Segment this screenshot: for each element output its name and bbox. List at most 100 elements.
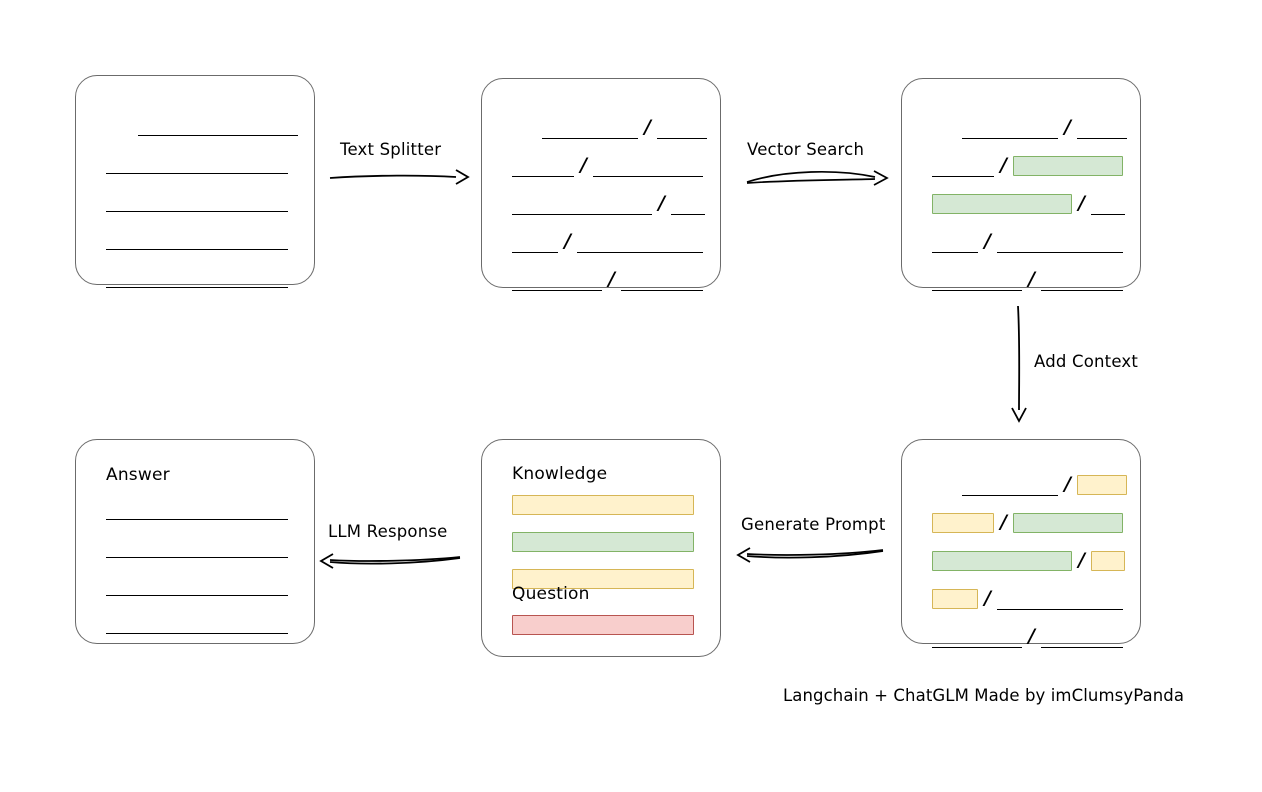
segment-slash: / — [1028, 268, 1035, 290]
segment-slash: / — [658, 192, 665, 214]
segment-text-line — [512, 231, 558, 253]
question-label: Question — [512, 584, 590, 604]
segment-slash: / — [1078, 549, 1085, 571]
segment-highlight-yellow — [932, 513, 994, 533]
segment-text-line — [962, 474, 1058, 496]
segment-text-line — [962, 117, 1058, 139]
arrow-label-add-context: Add Context — [1034, 352, 1139, 371]
prompt-bar-green — [512, 532, 694, 552]
document-row: / — [932, 192, 1125, 215]
segment-slash: / — [644, 116, 651, 138]
document-row: / — [932, 268, 1123, 291]
segment-text-line — [1076, 117, 1127, 139]
arrow-vector-search: Vector Search — [745, 140, 889, 190]
segment-highlight-green — [932, 194, 1072, 214]
arrow-label-text-splitter: Text Splitter — [340, 140, 442, 159]
segment-text-line — [106, 228, 288, 250]
document-row: / — [512, 192, 705, 215]
context-chunks-rows: / / / / / — [902, 440, 1140, 648]
box-split-chunks[interactable]: / / / / / — [481, 78, 721, 291]
segment-highlight-yellow — [1076, 475, 1127, 495]
answer-label: Answer — [106, 465, 170, 485]
document-row — [138, 114, 298, 136]
segment-text-line — [1090, 193, 1125, 215]
document-row: / — [932, 549, 1125, 572]
segment-slash: / — [984, 587, 991, 609]
box-context-chunks[interactable]: / / / / / — [901, 439, 1141, 648]
document-row — [106, 190, 288, 212]
source-document-rows — [76, 76, 314, 288]
arrow-generate-prompt: Generate Prompt — [736, 515, 886, 565]
segment-text-line — [1040, 626, 1123, 648]
segment-text-line — [138, 114, 298, 136]
arrow-line-llm-response — [319, 553, 461, 569]
segment-slash: / — [1000, 511, 1007, 533]
arrow-line-generate-prompt — [736, 547, 884, 563]
arrow-llm-response: LLM Response — [319, 522, 462, 572]
segment-slash: / — [984, 230, 991, 252]
segment-text-line — [932, 269, 1022, 291]
segment-text-line — [542, 117, 638, 139]
arrow-label-generate-prompt: Generate Prompt — [741, 515, 886, 534]
segment-slash: / — [1028, 625, 1035, 647]
segment-text-line — [106, 498, 288, 520]
segment-text-line — [656, 117, 707, 139]
segment-text-line — [670, 193, 705, 215]
arrow-line-add-context — [1011, 305, 1027, 423]
segment-highlight-green — [932, 551, 1072, 571]
prompt-bar-yellow — [512, 495, 694, 515]
segment-highlight-yellow — [932, 589, 978, 609]
document-row — [106, 152, 288, 174]
arrow-label-vector-search: Vector Search — [747, 140, 865, 159]
segment-text-line — [512, 193, 652, 215]
box-prompt[interactable]: Knowledge Question — [481, 439, 721, 657]
knowledge-label: Knowledge — [512, 464, 608, 484]
segment-highlight-yellow — [1090, 551, 1125, 571]
document-row: / — [512, 268, 703, 291]
segment-highlight-green — [1012, 156, 1123, 176]
document-row: / — [542, 116, 707, 139]
document-row: / — [932, 230, 1123, 253]
segment-text-line — [106, 574, 288, 596]
segment-text-line — [106, 190, 288, 212]
arrow-text-splitter: Text Splitter — [328, 140, 470, 190]
document-row: / — [932, 587, 1123, 610]
prompt-bar-red — [512, 615, 694, 635]
document-row — [106, 498, 288, 520]
segment-slash: / — [1064, 473, 1071, 495]
segment-text-line — [106, 612, 288, 634]
document-row — [106, 612, 288, 634]
box-retrieved-chunks[interactable]: / / / / / — [901, 78, 1141, 291]
segment-slash: / — [608, 268, 615, 290]
document-row: / — [962, 473, 1127, 496]
document-row: / — [512, 230, 703, 253]
segment-slash: / — [580, 154, 587, 176]
document-row: / — [932, 154, 1123, 177]
segment-text-line — [512, 269, 602, 291]
segment-text-line — [106, 152, 288, 174]
arrow-label-llm-response: LLM Response — [328, 522, 448, 541]
document-row: / — [932, 625, 1123, 648]
arrow-line-text-splitter — [329, 169, 470, 185]
segment-highlight-green — [1012, 513, 1123, 533]
retrieved-chunks-rows: / / / / / — [902, 79, 1140, 291]
segment-text-line — [106, 266, 288, 288]
box-answer[interactable]: Answer — [75, 439, 315, 644]
prompt-bar-yellow — [512, 569, 694, 589]
segment-slash: / — [1000, 154, 1007, 176]
segment-slash: / — [564, 230, 571, 252]
arrow-line-vector-search — [746, 170, 889, 186]
footer-credit: Langchain + ChatGLM Made by imClumsyPand… — [783, 686, 1185, 705]
segment-slash: / — [1064, 116, 1071, 138]
segment-text-line — [932, 626, 1022, 648]
segment-text-line — [1040, 269, 1123, 291]
document-row — [106, 266, 288, 288]
segment-text-line — [592, 155, 703, 177]
box-source-document[interactable] — [75, 75, 315, 288]
segment-text-line — [932, 231, 978, 253]
segment-text-line — [996, 231, 1123, 253]
split-chunks-rows: / / / / / — [482, 79, 720, 291]
document-row: / — [512, 154, 703, 177]
segment-text-line — [932, 155, 994, 177]
